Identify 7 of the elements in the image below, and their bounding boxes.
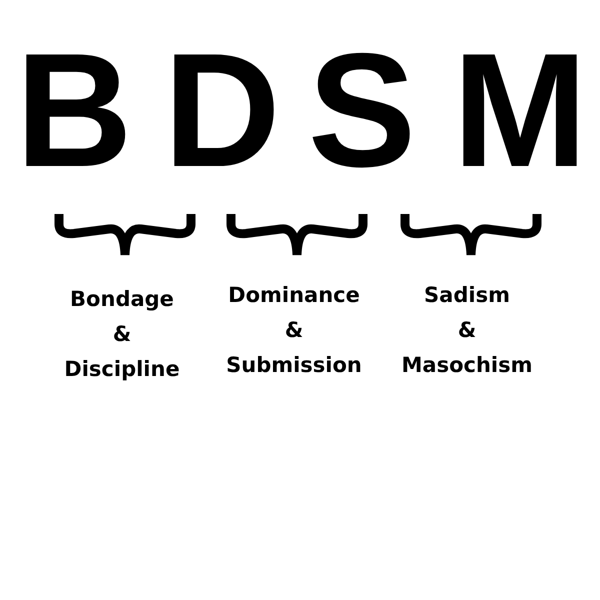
term-label: Dominance & Submission <box>226 282 362 379</box>
term-label: Bondage & Discipline <box>64 286 180 383</box>
large-letter: D <box>164 52 280 170</box>
large-letter: S <box>308 52 416 170</box>
large-letter: B <box>16 52 132 170</box>
term-label: Sadism & Masochism <box>402 282 532 379</box>
large-letter: M <box>452 52 588 170</box>
